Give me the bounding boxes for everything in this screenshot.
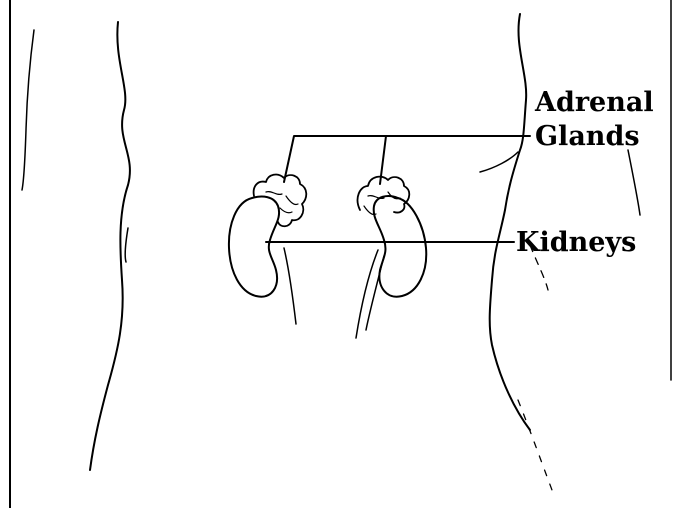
left-contour-line — [22, 30, 34, 190]
adrenal-label-line1: Adrenal — [535, 86, 654, 120]
adrenal-glands-label: Adrenal Glands — [535, 86, 654, 154]
body-outline-left — [90, 22, 130, 470]
left-ureter — [284, 248, 296, 324]
right-adrenal-texture — [364, 192, 400, 215]
left-waist-mark — [125, 228, 128, 262]
adrenal-leader-line — [284, 136, 530, 184]
left-adrenal-texture — [266, 192, 298, 213]
right-ureter — [356, 250, 384, 338]
right-lower-dashes — [518, 400, 552, 490]
left-kidney — [229, 197, 279, 297]
body-outline-right — [490, 14, 530, 430]
kidneys-label: Kidneys — [516, 229, 636, 256]
right-outer-contour — [628, 150, 640, 215]
right-chest-curve — [480, 152, 518, 172]
adrenal-label-line2: Glands — [535, 120, 654, 154]
left-adrenal-gland — [254, 175, 307, 227]
